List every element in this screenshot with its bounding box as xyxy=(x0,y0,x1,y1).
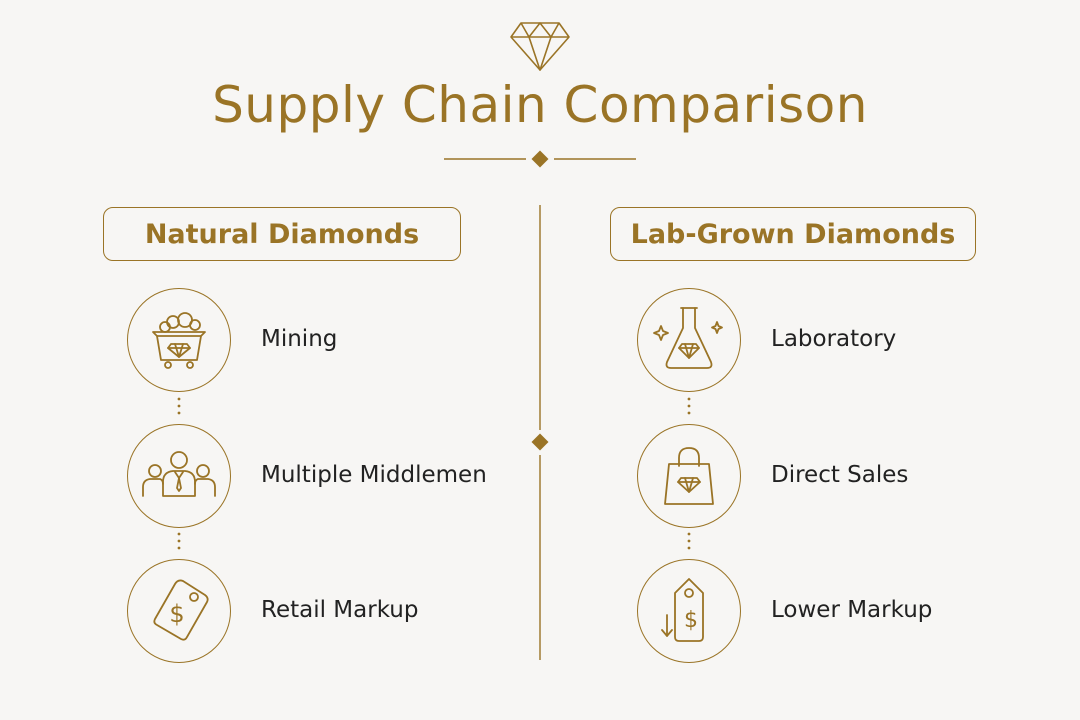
step-connector xyxy=(177,397,181,415)
title-divider xyxy=(444,150,636,168)
step-mining-label: Mining xyxy=(261,326,338,352)
page-title: Supply Chain Comparison xyxy=(212,76,868,134)
natural-diamonds-header: Natural Diamonds xyxy=(103,207,461,261)
price-tag-icon: $ xyxy=(127,559,231,663)
step-middlemen-label: Multiple Middlemen xyxy=(261,462,487,488)
svg-text:$: $ xyxy=(684,608,698,633)
price-tag-down-icon: $ xyxy=(637,559,741,663)
step-retail-markup-label: Retail Markup xyxy=(261,597,419,623)
center-divider xyxy=(531,205,549,660)
mine-cart-icon xyxy=(127,288,231,392)
lab-grown-diamonds-header: Lab-Grown Diamonds xyxy=(610,207,976,261)
step-connector xyxy=(177,532,181,550)
step-direct-sales-label: Direct Sales xyxy=(771,462,909,488)
step-connector xyxy=(687,397,691,415)
step-laboratory-label: Laboratory xyxy=(771,326,897,352)
step-connector xyxy=(687,532,691,550)
shopping-bag-icon xyxy=(637,424,741,528)
step-lower-markup-label: Lower Markup xyxy=(771,597,933,623)
flask-icon xyxy=(637,288,741,392)
diamond-emblem-icon xyxy=(510,22,570,71)
people-group-icon xyxy=(127,424,231,528)
svg-text:$: $ xyxy=(169,600,184,628)
